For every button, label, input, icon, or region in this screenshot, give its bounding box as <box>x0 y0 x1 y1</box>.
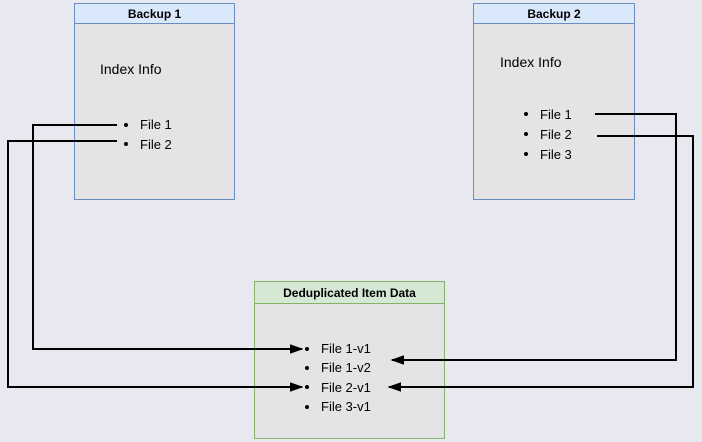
bullet-icon <box>124 122 128 127</box>
backup1-index-info-label: Index Info <box>100 61 162 77</box>
backup2-file-label: File 1 <box>540 106 572 122</box>
backup2-title: Backup 2 <box>527 6 581 21</box>
backup2-index-info-label: Index Info <box>500 54 562 70</box>
backup2-header: Backup 2 <box>474 4 634 24</box>
dedup-file-label: File 2-v1 <box>321 379 371 395</box>
dedup-node: Deduplicated Item Data File 1-v1 File 1-… <box>254 281 445 439</box>
backup2-file-label: File 2 <box>540 126 572 142</box>
bullet-icon <box>524 132 528 136</box>
bullet-icon <box>305 385 309 390</box>
backup2-file-label: File 3 <box>540 146 572 162</box>
backup2-node: Backup 2 Index Info File 1 File 2 File 3 <box>473 3 635 200</box>
backup1-file-label: File 2 <box>140 136 172 152</box>
dedup-title: Deduplicated Item Data <box>283 285 416 300</box>
dedup-header: Deduplicated Item Data <box>255 282 444 304</box>
bullet-icon <box>524 112 528 116</box>
backup1-file-item: File 2 <box>124 135 172 155</box>
backup1-file-list: File 1 File 2 <box>124 115 172 154</box>
bullet-icon <box>305 346 309 351</box>
dedup-file-list: File 1-v1 File 1-v2 File 2-v1 File 3-v1 <box>305 339 371 416</box>
edge-backup2-file2-to-file2-v1 <box>389 135 694 387</box>
backup2-file-item: File 2 <box>524 124 572 144</box>
backup1-header: Backup 1 <box>75 4 234 24</box>
backup1-title: Backup 1 <box>127 6 182 21</box>
dedup-file-item: File 1-v1 <box>305 339 371 358</box>
dedup-file-label: File 3-v1 <box>321 399 371 415</box>
bullet-icon <box>305 404 309 409</box>
backup1-node: Backup 1 Index Info File 1 File 2 <box>74 3 235 200</box>
dedup-file-label: File 1-v1 <box>321 341 371 357</box>
backup1-file-label: File 1 <box>140 117 172 133</box>
backup2-file-list: File 1 File 2 File 3 <box>524 104 572 164</box>
backup2-file-item: File 3 <box>524 144 572 164</box>
dedup-file-item: File 1-v2 <box>305 358 371 377</box>
edge-backup1-file2-to-file2-v1 <box>7 140 302 387</box>
backup1-file-item: File 1 <box>124 115 172 135</box>
edge-backup1-file1-to-file1-v1 <box>32 124 302 349</box>
bullet-icon <box>124 142 128 147</box>
bullet-icon <box>305 365 309 370</box>
dedup-file-item: File 2-v1 <box>305 378 371 397</box>
dedup-file-item: File 3-v1 <box>305 397 371 416</box>
dedup-file-label: File 1-v2 <box>321 360 371 376</box>
edge-backup2-file1-to-file1-v2 <box>392 113 677 360</box>
bullet-icon <box>524 152 528 156</box>
backup2-file-item: File 1 <box>524 104 572 124</box>
